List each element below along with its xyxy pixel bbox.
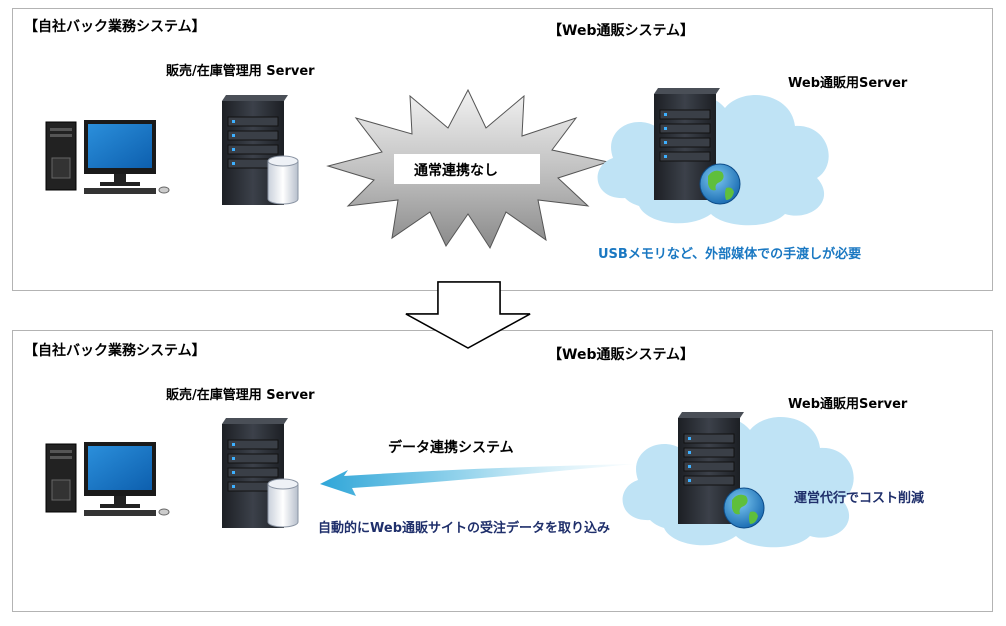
top-section-left-title: 【自社バック業務システム】 xyxy=(24,19,206,35)
cloud-cost-note: 運営代行でコスト削減 xyxy=(794,491,925,506)
bottom-section-right-title: 【Web通販システム】 xyxy=(548,347,695,363)
bottom-section-left-title: 【自社バック業務システム】 xyxy=(24,343,206,359)
top-server-right-label: Web通販用Server xyxy=(788,76,908,91)
top-section-right-title: 【Web通販システム】 xyxy=(548,23,695,39)
transition-down-arrow-overlay xyxy=(405,281,531,349)
bottom-web-server-icon xyxy=(678,412,765,529)
bottom-server-right-label: Web通販用Server xyxy=(788,397,908,412)
data-integration-arrow xyxy=(320,464,634,496)
no-integration-burst-shape xyxy=(326,88,610,250)
top-web-server-icon xyxy=(654,88,741,205)
bottom-sales-server-icon xyxy=(222,418,299,528)
data-integration-title: データ連携システム xyxy=(388,440,514,456)
top-desktop-pc-icon xyxy=(45,120,170,194)
top-server-left-label: 販売/在庫管理用 Server xyxy=(166,64,315,79)
bottom-server-left-label: 販売/在庫管理用 Server xyxy=(166,388,315,403)
top-sales-server-icon xyxy=(222,95,299,205)
top-usb-note: USBメモリなど、外部媒体での手渡しが必要 xyxy=(598,247,862,262)
bottom-desktop-pc-icon xyxy=(45,442,170,516)
burst-label: 通常連携なし xyxy=(414,163,498,179)
data-integration-caption: 自動的にWeb通販サイトの受注データを取り込み xyxy=(318,521,610,536)
